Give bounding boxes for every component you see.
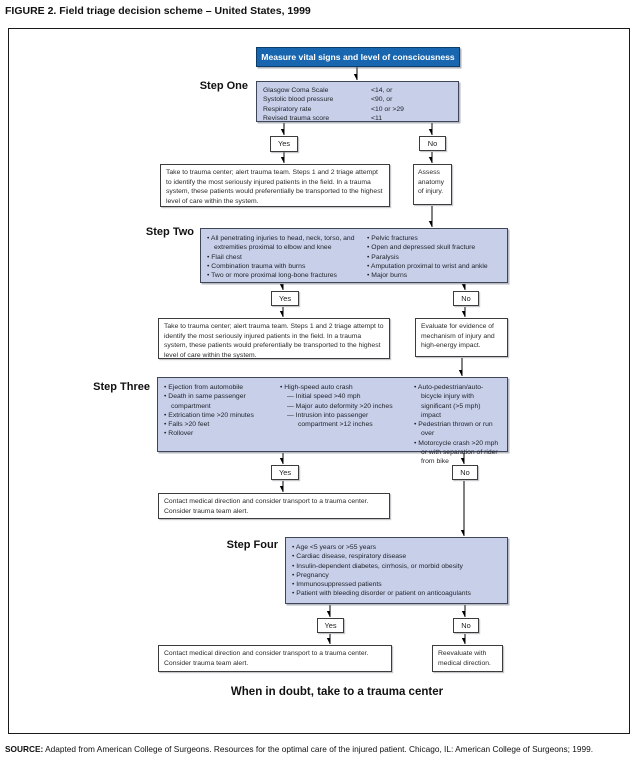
contact-medical-direction-box-step3: Contact medical direction and consider t… [158,493,390,519]
bullet-item: Death in same passenger compartment [164,392,272,411]
source-label: SOURCE: [5,744,44,754]
criterion-value: <10 or >29 [371,105,404,113]
step-three-col3: Auto-pedestrian/auto-bicycle injury with… [414,383,501,467]
step-three-col1-wrap: Ejection from automobileDeath in same pa… [164,383,272,446]
step-two-col1: All penetrating injuries to head, neck, … [207,234,357,280]
bullet-item: Motorcycle crash >20 mph or with separat… [414,439,501,467]
bullet-item: All penetrating injuries to head, neck, … [207,234,357,253]
step-two-label: Step Two [145,226,194,238]
bullet-item: Age <5 years or >55 years [292,543,501,552]
criteria-row: Respiratory rate <10 or >29 [263,105,452,114]
no-box-step4: No [453,618,479,633]
criterion-value: <90, or [371,96,393,104]
no-box-step2: No [453,291,479,306]
bullet-item: Auto-pedestrian/auto-bicycle injury with… [414,383,501,420]
bullet-item: Extrication time >20 minutes [164,411,272,420]
step-three-col2-main: High-speed auto crash [280,383,406,392]
bullet-item: — Major auto deformity >20 inches [287,402,393,410]
step-three-col2-sub: — Initial speed >40 mph— Major auto defo… [280,392,406,429]
triage-result-box-step2: Take to trauma center; alert trauma team… [158,318,390,359]
bullet-item: Open and depressed skull fracture [367,243,501,252]
yes-box-step3: Yes [271,465,299,480]
bullet-item: Ejection from automobile [164,383,272,392]
step-two-criteria-box: All penetrating injuries to head, neck, … [200,228,508,283]
bullet-item: Immunosuppressed patients [292,580,501,589]
source-text: Adapted from American College of Surgeon… [45,744,594,754]
step-three-label: Step Three [93,381,150,393]
step-three-criteria-box: Ejection from automobileDeath in same pa… [157,377,508,465]
source-line: SOURCE: Adapted from American College of… [5,744,639,754]
step-four-items: Age <5 years or >55 yearsCardiac disease… [292,543,501,599]
yes-box-step4: Yes [317,618,344,633]
bullet-item: Combination trauma with burns [207,262,357,271]
criterion-name: Glasgow Coma Scale [263,87,329,94]
bullet-item: Major burns [367,271,501,280]
bullet-item: — Initial speed >40 mph [287,393,361,401]
bullet-item: Pelvic fractures [367,234,501,243]
reevaluate-box: Reevaluate with medical direction. [432,645,503,672]
no-box-step1: No [419,136,446,151]
bullet-item: Paralysis [367,253,501,262]
criteria-row: Revised trauma score <11 [263,114,452,123]
bullet-item: — Intrusion into passenger compartment >… [287,411,373,429]
criterion-value: <14, or [371,87,393,94]
bullet-item: Patient with bleeding disorder or patien… [292,589,501,598]
bottom-note: When in doubt, take to a trauma center [230,686,444,698]
step-one-label: Step One [199,80,248,92]
bullet-item: Rollover [164,429,272,438]
contact-medical-direction-box-step4: Contact medical direction and consider t… [158,645,392,672]
step-two-col2: Pelvic fracturesOpen and depressed skull… [367,234,501,280]
criterion-name: Revised trauma score [263,114,330,122]
criteria-row: Systolic blood pressure <90, or [263,95,452,104]
figure-border [8,28,630,734]
triage-result-box-step1: Take to trauma center; alert trauma team… [160,164,390,207]
bullet-item: Amputation proximal to wrist and ankle [367,262,501,271]
evaluate-mechanism-box: Evaluate for evidence of mechanism of in… [415,318,508,357]
criterion-value: <11 [371,114,383,122]
assess-anatomy-box: Assess anatomy of injury. [413,164,452,205]
bullet-item: Pregnancy [292,571,501,580]
bullet-item: Cardiac disease, respiratory disease [292,552,501,561]
yes-box-step1: Yes [270,136,298,152]
bullet-item: Pedestrian thrown or run over [414,420,501,439]
step-four-criteria-box: Age <5 years or >55 yearsCardiac disease… [285,537,508,604]
figure-title: FIGURE 2. Field triage decision scheme –… [5,5,311,17]
step-one-criteria-box: Glasgow Coma Scale <14, or Systolic bloo… [256,81,459,122]
bullet-item: Flail chest [207,253,357,262]
criterion-name: Systolic blood pressure [263,96,334,104]
no-box-step3: No [452,465,478,480]
bullet-item: High-speed auto crash [280,383,406,392]
bullet-item: Falls >20 feet [164,420,272,429]
criterion-name: Respiratory rate [263,105,312,113]
step-three-col3-wrap: Auto-pedestrian/auto-bicycle injury with… [414,383,501,465]
step-four-label: Step Four [226,539,278,551]
yes-box-step2: Yes [271,291,299,306]
criteria-row: Glasgow Coma Scale <14, or [263,86,452,95]
step-three-col1: Ejection from automobileDeath in same pa… [164,383,272,439]
start-box: Measure vital signs and level of conscio… [256,47,460,67]
bullet-item: Insulin-dependent diabetes, cirrhosis, o… [292,562,501,571]
bullet-item: Two or more proximal long-bone fractures [207,271,357,280]
step-three-col2-wrap: High-speed auto crash — Initial speed >4… [280,383,406,446]
